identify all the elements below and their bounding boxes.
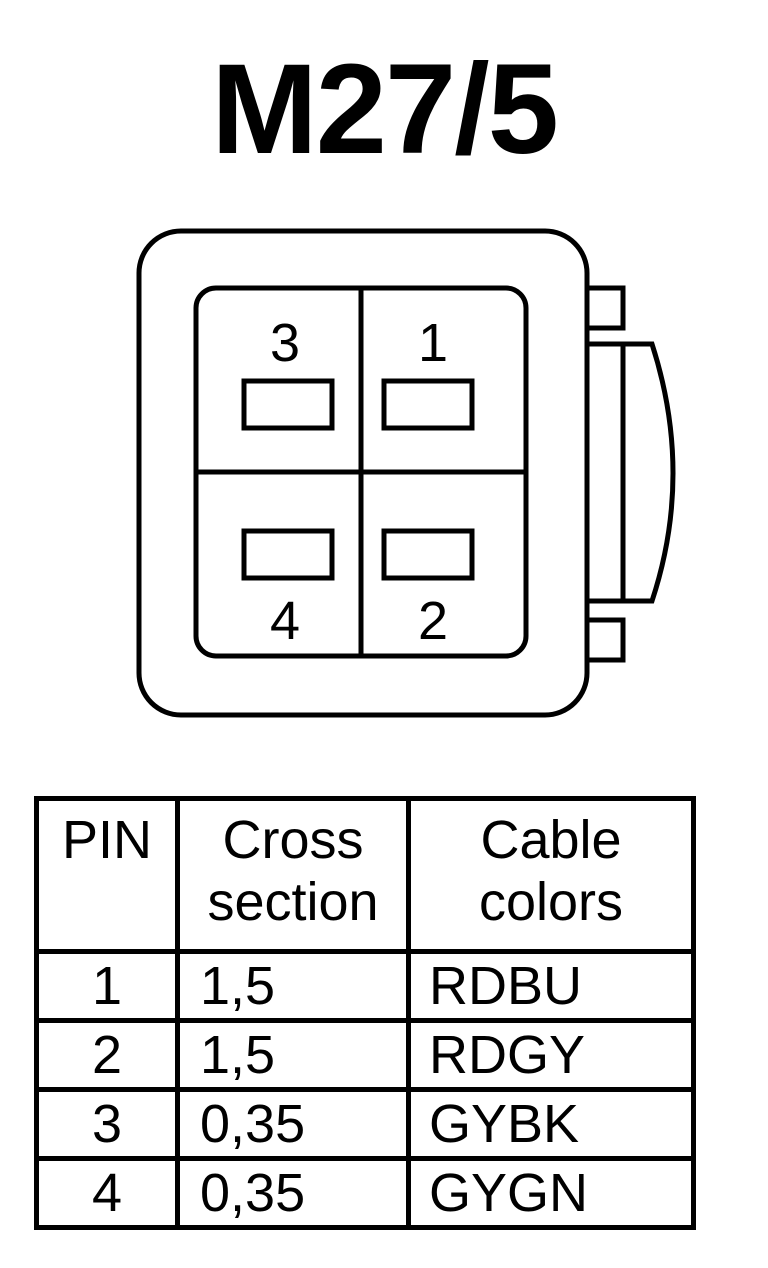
pin-slot-3 bbox=[241, 378, 335, 431]
cell-cable-color: RDGY bbox=[406, 1018, 696, 1092]
pin-label-1: 1 bbox=[418, 313, 448, 373]
latch-tab-top bbox=[584, 285, 626, 331]
pin-slot-1 bbox=[381, 378, 475, 431]
page-title: M27/5 bbox=[211, 38, 559, 181]
table-row: 4 0,35 GYGN bbox=[34, 1156, 696, 1230]
pin-label-4: 4 bbox=[270, 591, 300, 651]
latch-lever bbox=[587, 341, 676, 604]
header-color-line2: colors bbox=[478, 872, 624, 932]
header-pin-line1: PIN bbox=[61, 810, 153, 870]
header-cable-colors: Cable colors bbox=[406, 796, 696, 954]
cell-cable-color: GYBK bbox=[406, 1087, 696, 1161]
header-cross-line2: section bbox=[207, 872, 379, 932]
header-cross-section: Cross section bbox=[175, 796, 411, 954]
table-row: 1 1,5 RDBU bbox=[34, 949, 696, 1023]
pin-assignment-table: PIN Cross section Cable colors 1 1,5 RDB… bbox=[34, 796, 696, 1230]
pin-slot-4 bbox=[241, 528, 335, 581]
header-pin: PIN bbox=[34, 796, 180, 954]
pin-label-2: 2 bbox=[418, 591, 448, 651]
latch-tab-bottom bbox=[584, 617, 626, 663]
cell-cross-section: 0,35 bbox=[175, 1156, 411, 1230]
table-row: 2 1,5 RDGY bbox=[34, 1018, 696, 1092]
cell-cross-section: 1,5 bbox=[175, 1018, 411, 1092]
cell-cable-color: GYGN bbox=[406, 1156, 696, 1230]
pin-label-3: 3 bbox=[270, 313, 300, 373]
cell-cable-color: RDBU bbox=[406, 949, 696, 1023]
table-header-row: PIN Cross section Cable colors bbox=[34, 796, 696, 954]
connector-diagram: 3 1 4 2 bbox=[136, 228, 676, 718]
cell-pin: 2 bbox=[34, 1018, 180, 1092]
cell-pin: 4 bbox=[34, 1156, 180, 1230]
table-row: 3 0,35 GYBK bbox=[34, 1087, 696, 1161]
cell-cross-section: 1,5 bbox=[175, 949, 411, 1023]
cell-pin: 1 bbox=[34, 949, 180, 1023]
cell-cross-section: 0,35 bbox=[175, 1087, 411, 1161]
cell-pin: 3 bbox=[34, 1087, 180, 1161]
connector-housing bbox=[136, 228, 590, 718]
pin-slot-2 bbox=[381, 528, 475, 581]
header-color-line1: Cable bbox=[480, 810, 622, 870]
header-cross-line1: Cross bbox=[222, 810, 364, 870]
